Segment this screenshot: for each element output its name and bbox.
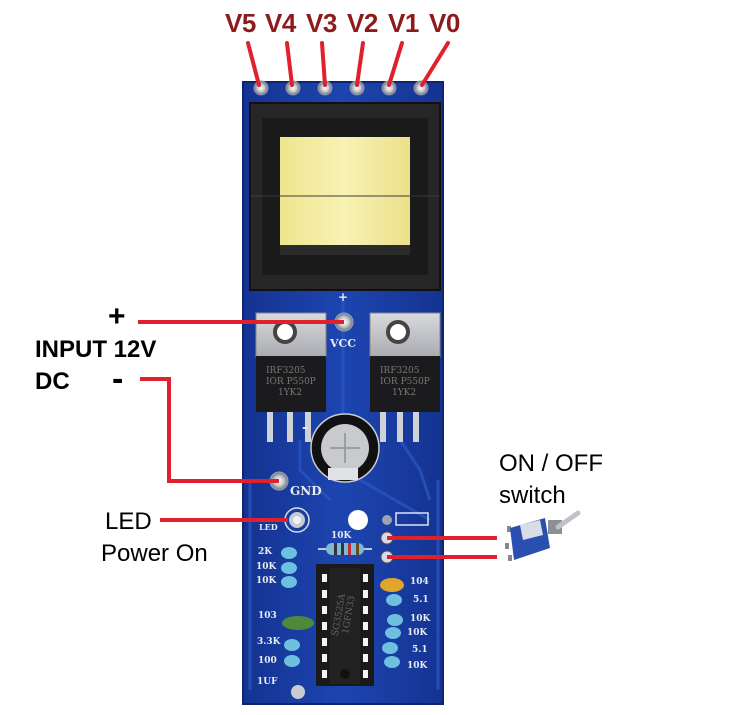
silk-left-comp: 10K xyxy=(256,576,277,586)
input-label-line2: DC xyxy=(35,368,70,395)
silk-right-comp: 10K xyxy=(407,628,428,638)
pin-label-v0: V0 xyxy=(429,8,460,38)
silk-right-comp: 10K xyxy=(407,661,428,671)
electrolytic-capacitor xyxy=(310,413,380,483)
silk-10k-top: 10K xyxy=(331,531,352,541)
input-label-line1: INPUT 12V xyxy=(35,336,157,363)
pin-leader-lines xyxy=(246,41,450,87)
led-label-line1: LED xyxy=(105,508,152,535)
pin-label-v1: V1 xyxy=(388,8,419,38)
silk-gnd: GND xyxy=(290,484,322,498)
silk-left-comp: 2K xyxy=(258,547,273,557)
pad-v5 xyxy=(253,80,269,96)
silk-right-comp: 10K xyxy=(410,614,431,624)
mosfet-right xyxy=(369,312,441,442)
mosfet-left-marking-1: IRF3205 xyxy=(266,366,306,376)
resistor-10k xyxy=(318,543,372,555)
pin-label-v3: V3 xyxy=(306,8,337,38)
pin-label-v2: V2 xyxy=(347,8,378,38)
mosfet-left-marking-3: 1YK2 xyxy=(278,388,303,398)
input-minus-symbol: - xyxy=(112,360,124,398)
led-label-line2: Power On xyxy=(101,540,208,567)
wire-minus xyxy=(140,377,279,483)
silk-left-comp: 103 xyxy=(258,611,277,621)
mosfet-right-marking-1: IRF3205 xyxy=(380,366,420,376)
mount-hole xyxy=(348,510,368,530)
silk-left-comp: 10K xyxy=(256,562,277,572)
silk-left-comp: 3.3K xyxy=(257,637,281,647)
silk-minus: - xyxy=(302,420,308,436)
right-resistors xyxy=(380,578,404,668)
input-plus-symbol: + xyxy=(108,300,126,333)
ic-chip xyxy=(316,564,374,686)
silk-vcc: VCC xyxy=(330,337,357,350)
mosfet-right-marking-2: IOR P550P xyxy=(380,377,430,387)
silk-led: LED xyxy=(259,522,278,532)
silk-right-comp: 104 xyxy=(410,577,429,587)
left-resistors xyxy=(281,547,314,699)
transformer xyxy=(249,102,441,291)
silk-left-comp: 100 xyxy=(258,656,277,666)
mosfet-left-marking-2: IOR P550P xyxy=(266,377,316,387)
switch-label-line2: switch xyxy=(499,482,566,509)
silk-left-comp: 1UF xyxy=(257,677,278,687)
silk-right-comp: 5.1 xyxy=(413,595,429,605)
mosfet-right-marking-3: 1YK2 xyxy=(392,388,417,398)
toggle-switch xyxy=(505,510,581,561)
mosfet-left xyxy=(255,312,327,442)
pin-label-v5: V5 xyxy=(225,8,256,38)
silk-plus: + xyxy=(338,290,349,304)
pin-label-v4: V4 xyxy=(265,8,296,38)
switch-label-line1: ON / OFF xyxy=(499,450,603,477)
silk-right-comp: 5.1 xyxy=(412,645,428,655)
